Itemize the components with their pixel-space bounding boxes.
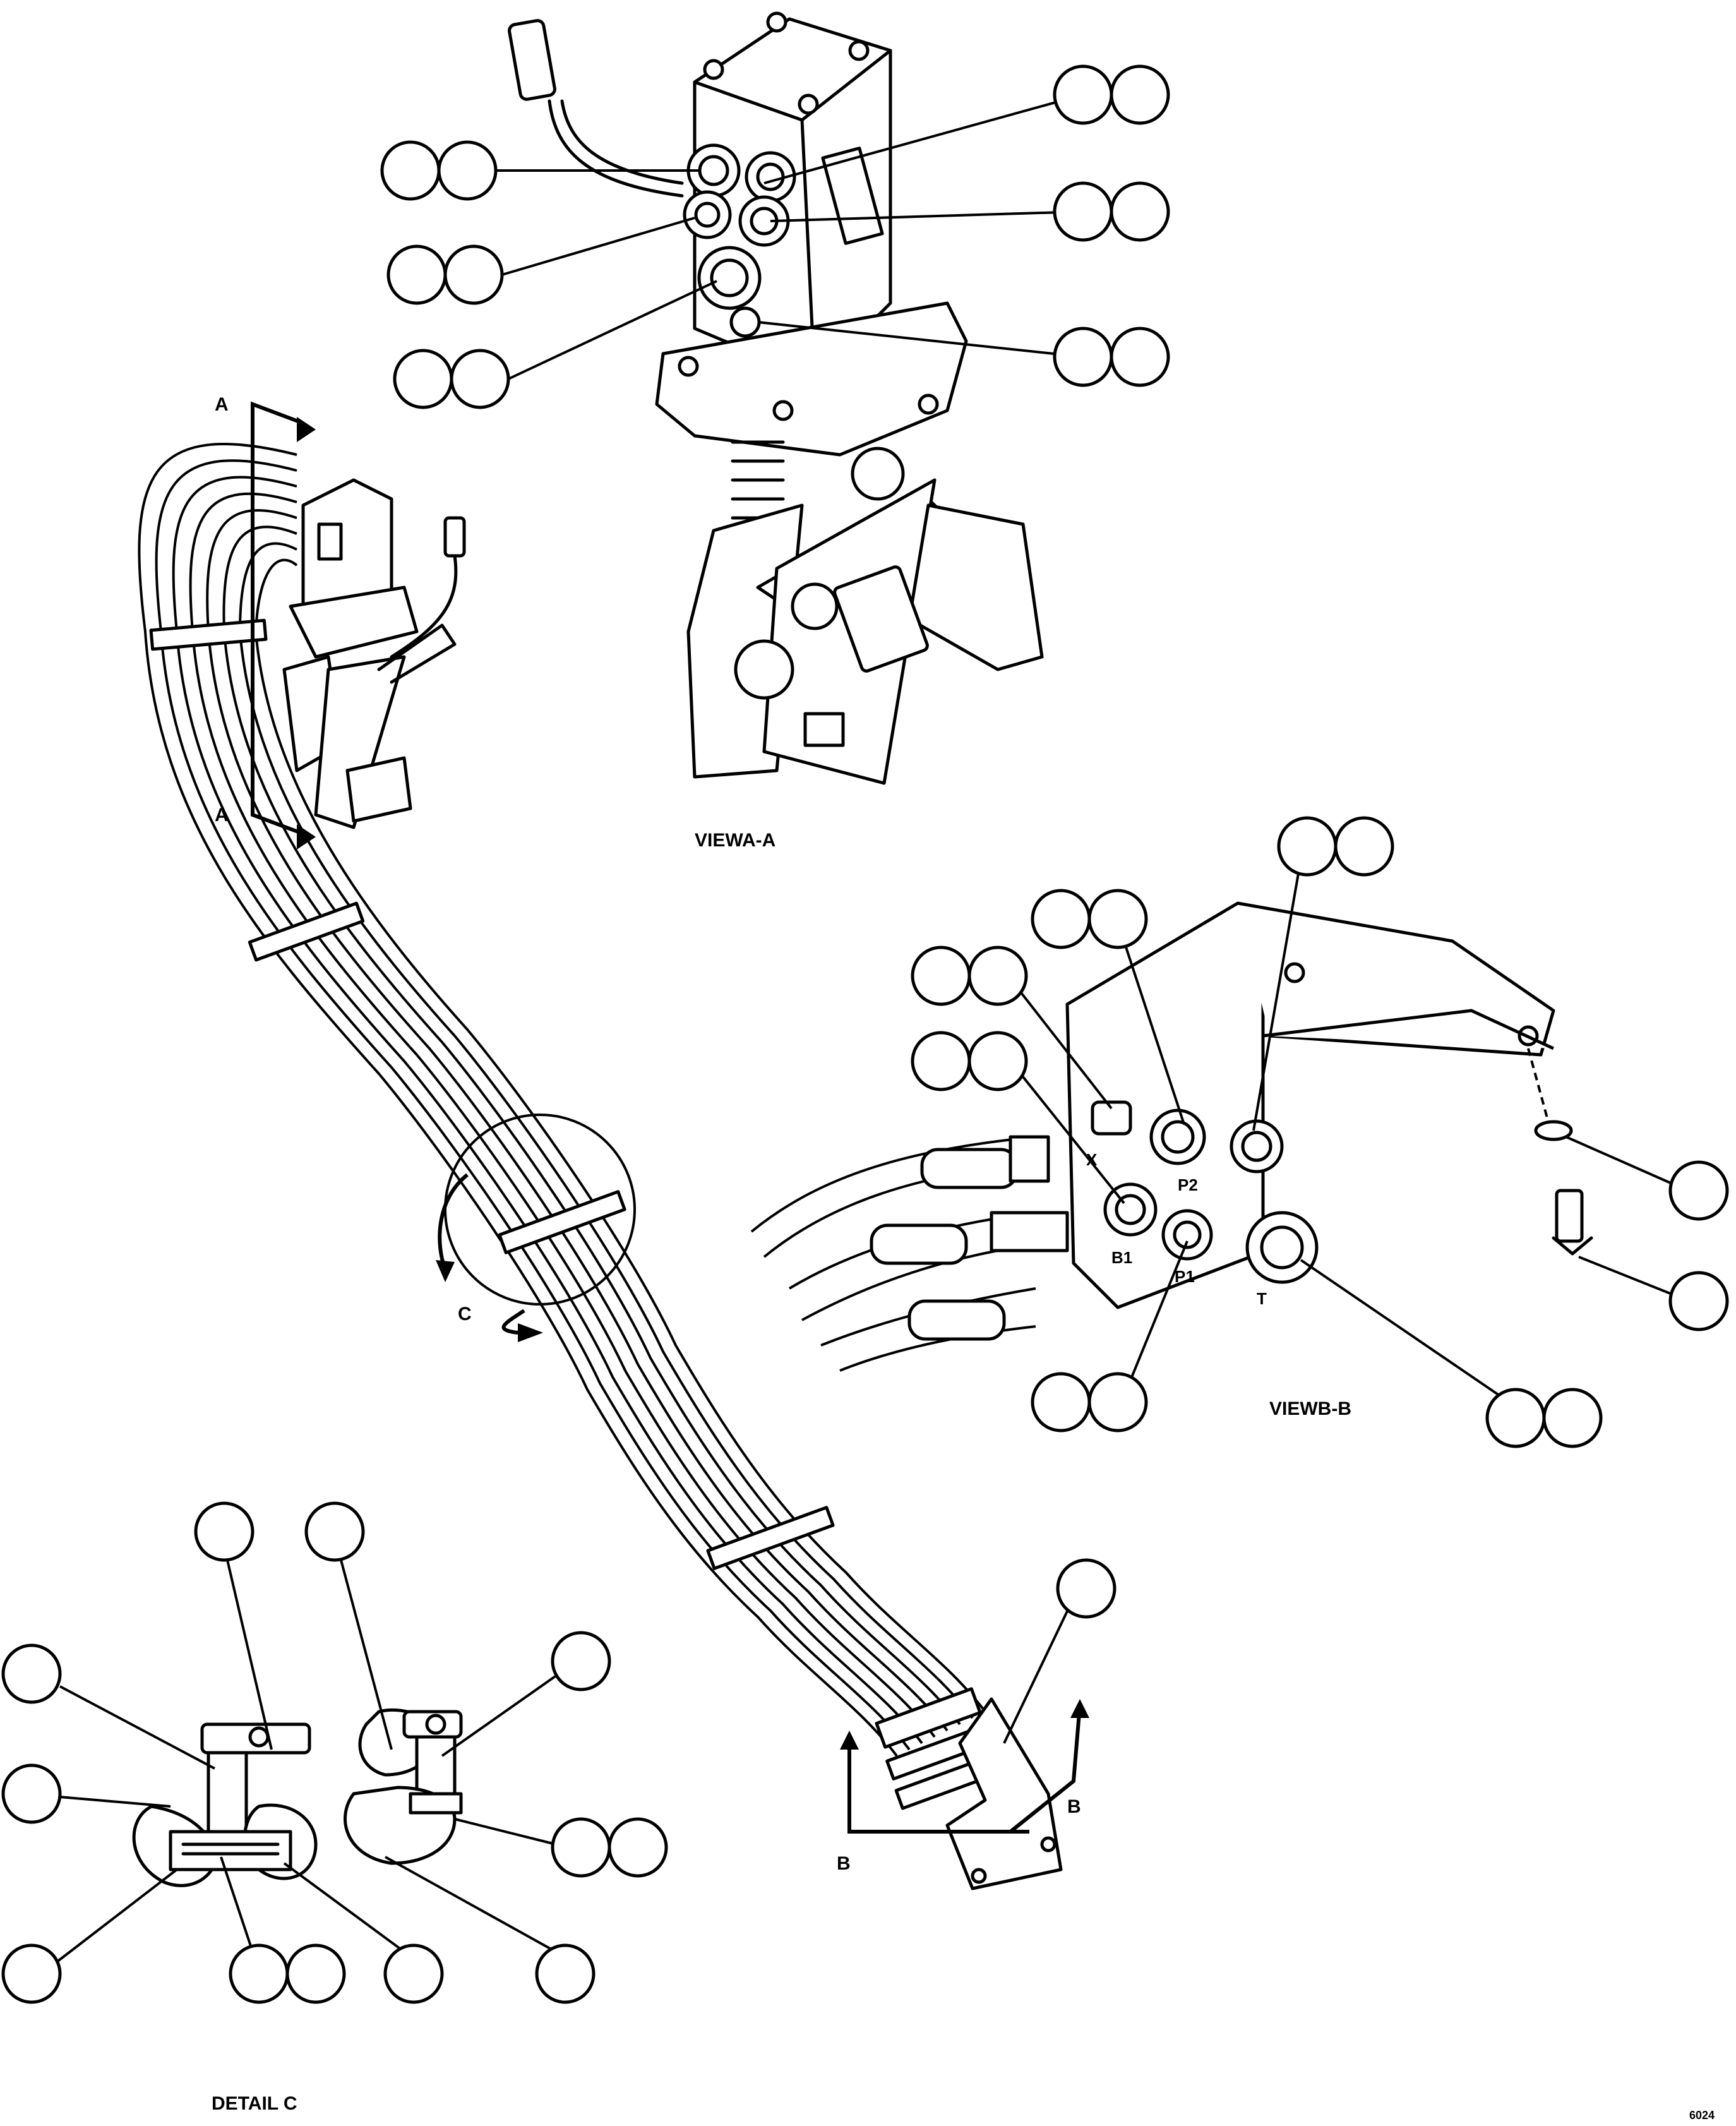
figure-id: 6024 [1689, 2109, 1715, 2122]
port-p1-label: P1 [1175, 1267, 1195, 1286]
section-a-top-label: A [215, 394, 229, 415]
view-b-b-valve-block [750, 901, 1593, 1372]
view-b-callouts [911, 816, 1729, 1448]
hose-assembly-valve-small [282, 478, 466, 829]
section-b-right-label: B [1067, 1796, 1081, 1817]
view-a-a-label: VIEWA-A [695, 830, 775, 851]
view-b-b-label: VIEWB-B [1269, 1398, 1351, 1419]
detail-c-circle [436, 1114, 636, 1342]
view-a-callouts [380, 64, 1170, 409]
detail-c-marker-label: C [458, 1304, 472, 1324]
port-p2-label: P2 [1178, 1175, 1198, 1194]
detail-c-clamps [132, 1708, 463, 1887]
hose-bundle [138, 443, 1063, 1890]
section-a-cut-line [251, 401, 316, 850]
section-b-left-label: B [837, 1853, 851, 1874]
callout-circle [1056, 1558, 1116, 1619]
view-a-a-valve-assembly [508, 11, 1044, 785]
section-b-cut-line [840, 1699, 1089, 1834]
detail-c-callouts [1, 1501, 668, 2004]
detail-c-label: DETAIL C [212, 2093, 297, 2114]
port-x-label: X [1086, 1150, 1098, 1169]
port-t-label: T [1257, 1289, 1267, 1308]
section-a-bottom-label: A [215, 805, 229, 826]
port-b1-label: B1 [1111, 1248, 1132, 1267]
